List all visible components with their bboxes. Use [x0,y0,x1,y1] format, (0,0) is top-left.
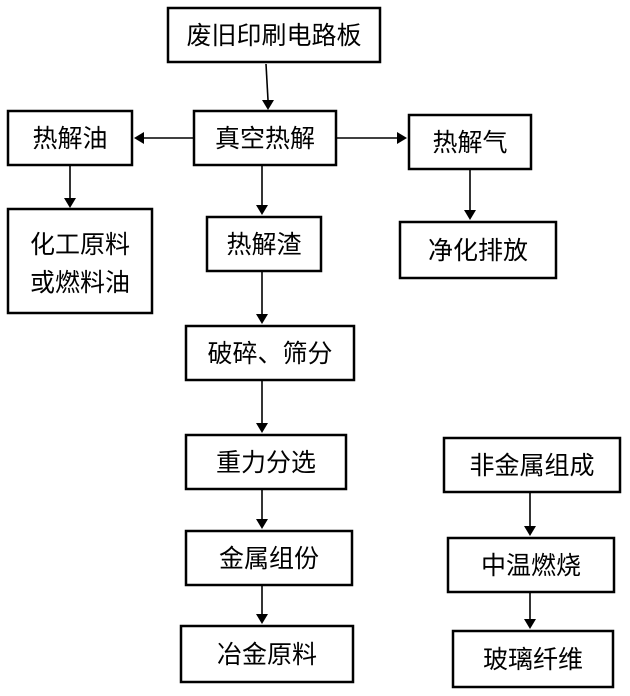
node-chem-raw-line2: 或燃料油 [30,268,130,297]
arrow-vacuum-to-residue [256,166,268,215]
arrow-metal-to-metallurgy [256,586,268,624]
node-nonmetal-composition: 非金属组成 [442,436,622,494]
node-glass-fiber-label: 玻璃纤维 [483,645,583,674]
node-medium-temp-combustion-label: 中温燃烧 [481,551,581,580]
node-purify-discharge-label: 净化排放 [428,236,528,265]
node-waste-pcb: 废旧印刷电路板 [166,6,382,64]
node-waste-pcb-label: 废旧印刷电路板 [186,21,361,50]
node-pyrolysis-oil-label: 热解油 [32,124,107,153]
node-medium-temp-combustion: 中温燃烧 [446,536,616,594]
node-gravity-separation-label: 重力分选 [216,448,316,477]
arrow-combustion-to-glass-fiber [524,593,536,629]
node-metallurgy-material: 冶金原料 [179,624,355,684]
arrow-crush-to-gravity [256,381,268,433]
arrow-residue-to-crush [256,272,268,324]
node-chem-raw-material: 化工原料 或燃料油 [6,207,154,315]
node-crush-screen-label: 破碎、筛分 [207,339,332,368]
node-metal-fraction: 金属组份 [184,529,354,587]
arrow-gas-to-purify [464,170,476,220]
node-pyrolysis-oil: 热解油 [6,109,134,167]
node-vacuum-pyrolysis: 真空热解 [192,109,338,167]
node-pyrolysis-gas: 热解气 [407,113,533,171]
node-vacuum-pyrolysis-label: 真空热解 [215,124,315,153]
node-purify-discharge: 净化排放 [398,220,558,280]
node-gravity-separation: 重力分选 [184,433,348,491]
arrow-oil-to-chem-raw [64,166,76,208]
node-metal-fraction-label: 金属组份 [219,544,319,573]
node-pyrolysis-gas-label: 热解气 [432,128,507,157]
node-pyrolysis-residue-label: 热解渣 [226,230,301,259]
arrow-vacuum-to-oil [134,132,194,144]
node-metallurgy-material-label: 冶金原料 [217,640,317,669]
arrow-nonmetal-to-combustion [524,493,536,536]
arrow-vacuum-to-gas [336,132,407,144]
arrow-gravity-to-metal [256,490,268,529]
node-crush-screen: 破碎、筛分 [184,324,356,382]
node-nonmetal-composition-label: 非金属组成 [469,451,594,480]
node-pyrolysis-residue: 热解渣 [205,215,323,273]
arrow-pcb-to-vacuum [262,63,274,110]
node-glass-fiber: 玻璃纤维 [451,629,615,689]
node-chem-raw-line1: 化工原料 [30,230,130,259]
